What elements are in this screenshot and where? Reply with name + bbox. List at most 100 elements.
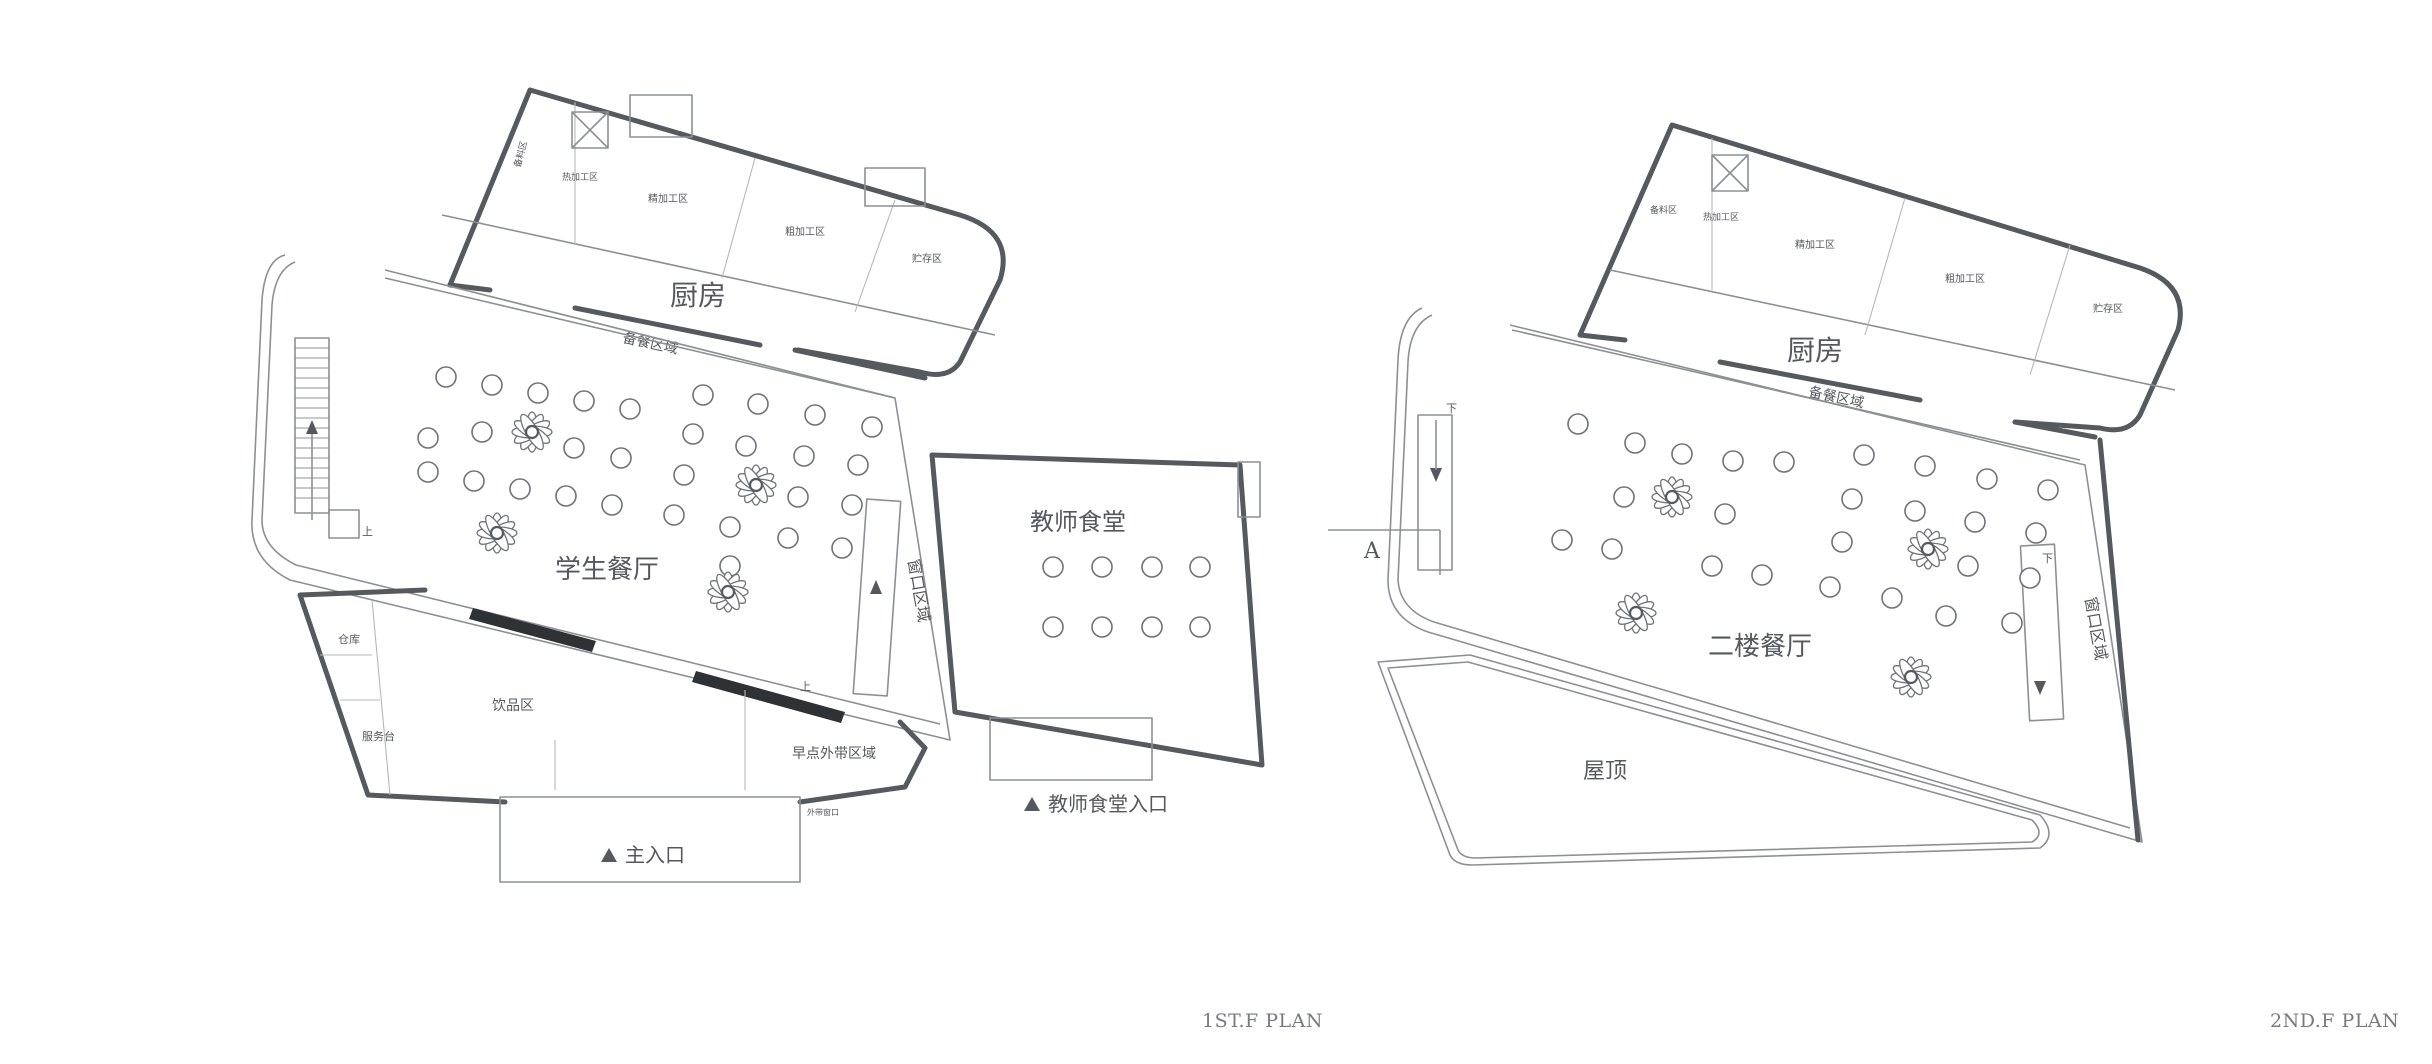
f2-section-label: A [1363,539,1381,564]
f1-serving-counter [792,347,928,381]
f1-kitchen-partition [721,157,756,279]
f2-elevator-icon [1711,154,1749,192]
table-icon [841,494,863,516]
f2-serving-counter [1717,359,1923,403]
flower-icon [1907,528,1949,570]
table-icon [1914,455,1936,477]
second-floor-plan: 厨房 备餐区域 备料区 热加工区 精加工区 粗加工区 贮存区 二楼餐厅 窗口区域… [1328,122,2183,866]
table-icon [1976,468,1998,490]
f1-kitchen-wall [447,87,1006,377]
f1-serving-counter [572,305,763,348]
flower-icon [1890,656,1932,698]
f1-serving-rail [384,277,896,399]
f2-kitchen-partition [1864,197,1906,336]
table-icon [787,486,809,508]
f2-roof-outline [1377,654,2050,866]
f2-dining-tables [1551,413,2059,634]
table-icon [747,393,769,415]
table-icon [777,527,799,549]
table-icon [1091,616,1113,638]
table-icon [601,494,623,516]
table-icon [573,390,595,412]
f1-stair-arrow-icon [306,420,318,434]
f2-room-label-2: 热加工区 [1703,211,1739,223]
f1-flower-features [476,411,777,613]
f1-partition-bar [469,608,596,652]
table-icon [831,537,853,559]
f1-rough-processing-label: 粗加工区 [785,226,825,238]
table-icon [1141,616,1163,638]
table-icon [1751,564,1773,586]
flower-icon [1615,592,1657,634]
f1-serving-label: 备餐区域 [621,329,679,357]
table-icon [847,454,869,476]
f1-room-label-2: 热加工区 [562,171,598,183]
table-icon [481,374,503,396]
table-icon [1551,529,1573,551]
f2-storage-label: 贮存区 [2093,302,2123,315]
table-icon [1853,444,1875,466]
f1-breakfast-label: 早点外带区域 [792,746,876,762]
f1-lower-wing-wall [797,719,928,805]
f1-teacher-entrance-label: 教师食堂入口 [1048,792,1168,816]
table-icon [673,464,695,486]
f1-window-area-label: 窗口区域 [904,557,934,623]
f1-drinks-label: 饮品区 [492,698,534,714]
f1-main-entrance-label: 主入口 [625,843,685,867]
table-icon [563,437,585,459]
table-icon [1613,486,1635,508]
f1-kitchen-divider [441,214,996,336]
f2-kitchen-label: 厨房 [1787,334,1843,367]
f1-teacher-side-door [1237,461,1261,518]
f1-teacher-dining: 教师食堂 教师食堂入口 [929,452,1265,816]
flower-icon [511,411,553,453]
table-icon [692,384,714,406]
table-icon [1722,450,1744,472]
table-icon [2019,567,2041,589]
table-icon [417,461,439,483]
f1-stair-arrow-icon [870,580,882,594]
table-icon [1831,531,1853,553]
flower-icon [735,464,777,506]
f2-stair-left-frame [1417,414,1453,571]
f1-room-label-1: 备料区 [511,140,530,169]
first-floor-plan: 厨房 备餐区域 备料区 热加工区 精加工区 粗加工区 贮存区 学生餐厅 窗口区域 [251,87,1265,883]
f2-kitchen-wall [1577,122,2183,433]
flower-icon [1651,476,1693,518]
f2-wall-segment [2012,419,2098,440]
f2-stair-down-label: 下 [1446,402,1457,415]
f2-kitchen-partition [2029,244,2071,376]
f1-fine-processing-label: 精加工区 [648,192,688,205]
f1-student-dining-label: 学生餐厅 [555,555,659,585]
table-icon [1819,576,1841,598]
table-icon [1567,413,1589,435]
f2-room-label-1: 备料区 [1650,204,1677,216]
f2-roof-label: 屋顶 [1583,759,1627,784]
f1-kitchen-partition [854,199,896,313]
table-icon [1881,587,1903,609]
f1-takeaway-window-label: 外带窗口 [807,807,839,817]
f1-kitchen-door [629,94,693,138]
f1-kitchen-door [864,167,926,207]
table-icon [2001,612,2023,634]
table-icon [1714,503,1736,525]
table-icon [804,404,826,426]
f2-roof: 屋顶 [1377,654,2050,866]
first-floor-caption: 1ST.F PLAN [1202,1010,1323,1032]
table-icon [435,366,457,388]
flower-icon [707,571,749,613]
f2-stair-arrow-icon [1430,468,1442,482]
table-icon [1841,488,1863,510]
f1-service-desk-label: 服务台 [362,729,395,743]
f2-flower-features [1615,476,1949,698]
f2-serving-rail [1511,329,2081,461]
f1-stair-up-label: 上 [362,525,373,538]
table-icon [1671,443,1693,465]
f1-warehouse-label: 仓库 [338,632,360,646]
table-icon [1189,556,1211,578]
f1-teacher-dining-label: 教师食堂 [1030,508,1126,536]
table-icon [1601,538,1623,560]
table-icon [1624,432,1646,454]
f2-kitchen-wall-stub [1577,332,1628,343]
